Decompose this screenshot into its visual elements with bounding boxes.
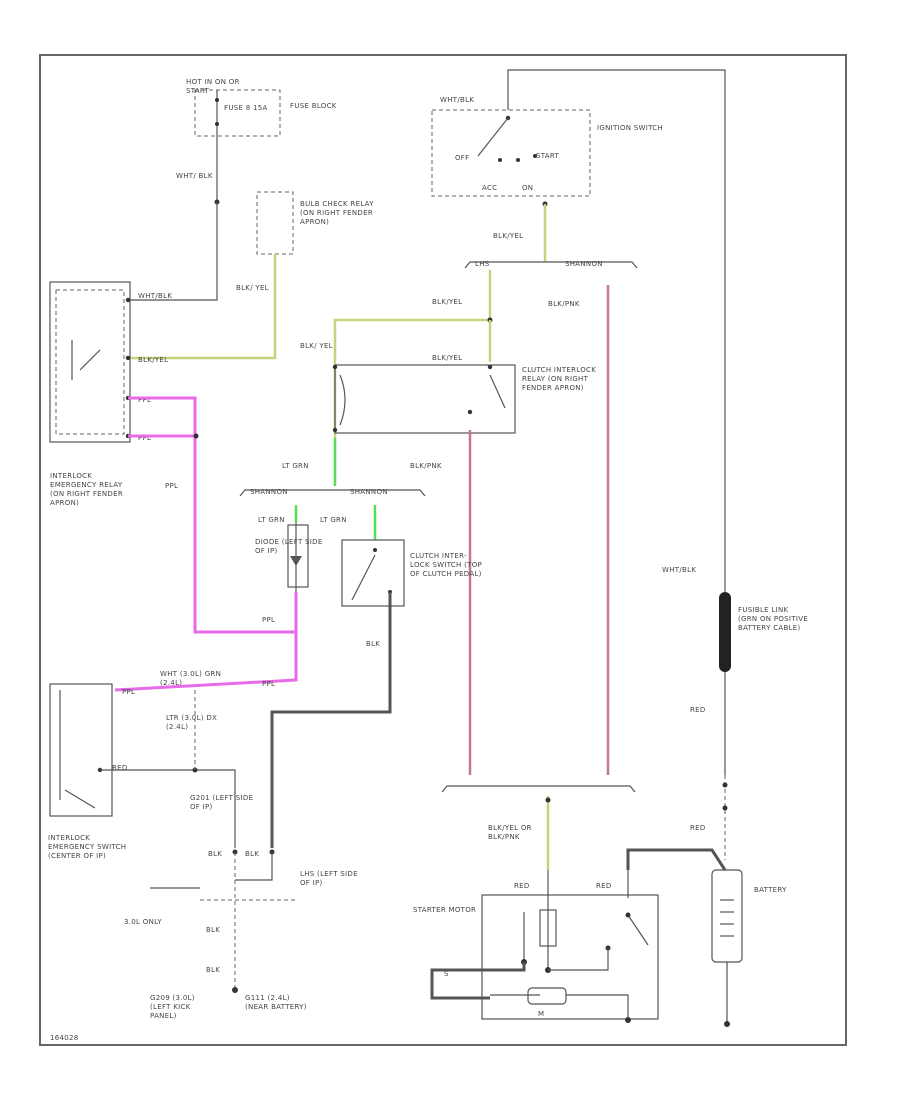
wire-ppl-d: PPL: [122, 688, 135, 696]
conn-ign-left: LHS: [475, 260, 490, 268]
wire-ppl-a: PPL: [165, 482, 178, 490]
conn-mid-right: SHANNON: [350, 488, 388, 496]
ignition-switch-label: IGNITION SWITCH: [597, 124, 663, 132]
wire-red-c: RED: [514, 882, 530, 890]
wire-blk-b: BLK: [206, 966, 220, 974]
battery: BATTERY: [626, 848, 787, 1027]
fuse-block-name: FUSE BLOCK: [290, 102, 337, 110]
battery-label: BATTERY: [754, 886, 787, 894]
starter-motor-label: STARTER MOTOR: [413, 906, 476, 914]
wire-ppl-b: PPL: [262, 616, 275, 624]
wire-wht-blk-battery: WHT/BLK: [662, 566, 696, 574]
wire-blk-yel-upper: BLK/YEL: [432, 298, 462, 306]
wire-lt-grn-c: LT GRN: [320, 516, 347, 524]
relay-pin-4: PPL: [138, 434, 151, 442]
wire-blk-pnk-mid: BLK/PNK: [410, 462, 442, 470]
starter-m-label: M: [538, 1010, 544, 1018]
terminal-a: BLK: [208, 850, 222, 858]
diagram-frame: [39, 54, 847, 1046]
conn-ign-right: SHANNON: [565, 260, 603, 268]
wire-wht-blk-ign: WHT/BLK: [440, 96, 474, 104]
ign-pos-start: START: [536, 152, 560, 160]
wire-red-b: RED: [690, 824, 706, 832]
emergency-note-a: WHT (3.0L) GRN(2.4L): [160, 670, 221, 687]
wire-lt-grn-a: LT GRN: [282, 462, 309, 470]
wire-blk-clutch: BLK: [366, 640, 380, 648]
ign-pos-acc: ACC: [482, 184, 497, 192]
emergency-switch-wire: RED: [112, 764, 128, 772]
relay-pin-2: BLK/YEL: [138, 356, 168, 364]
relay-pin-1: WHT/BLK: [138, 292, 172, 300]
wire-wht-blk-fuse: WHT/ BLK: [176, 172, 213, 180]
connector-bottom: [441, 785, 636, 793]
emergency-note-b: LTR (3.0L) DX(2.4L): [166, 714, 217, 731]
wire-red-d: RED: [596, 882, 612, 890]
connector-ign: LHS SHANNON: [464, 260, 638, 269]
wire-blk-yel-relay: BLK/YEL: [432, 354, 462, 362]
wire-ppl-c: PPL: [262, 680, 275, 688]
terminal-b: BLK: [245, 850, 259, 858]
starter-motor: STARTER MOTOR RED RED M S: [413, 870, 659, 1023]
connector-mid: LT GRN SHANNON SHANNON LT GRN LT GRN: [239, 438, 426, 540]
footer-id: 164028: [50, 1034, 79, 1042]
wire-blk-pnk-upper: BLK/PNK: [548, 300, 580, 308]
ign-pos-off: OFF: [455, 154, 469, 162]
starter-s-label: S: [444, 970, 449, 978]
fuse-label: FUSE 8 15A: [224, 104, 268, 112]
interlock-emergency-switch: RED WHT (3.0L) GRN(2.4L) LTR (3.0L) DX(2…: [48, 670, 236, 860]
conn-mid-left: SHANNON: [250, 488, 288, 496]
wire-blk-yel-left: BLK/ YEL: [300, 342, 333, 350]
relay-pin-3: PPL: [138, 396, 151, 404]
ignition-switch: WHT/BLK OFF START ACC ON IGNITION SWITCH…: [431, 69, 726, 592]
ground-only-note: 3.0L ONLY: [124, 918, 162, 926]
fusible-link-body: [719, 592, 731, 672]
ground-g111: G111 (2.4L)(NEAR BATTERY): [245, 994, 307, 1011]
wire-lt-grn-b: LT GRN: [258, 516, 285, 524]
wire-blk-yel-ign: BLK/YEL: [493, 232, 523, 240]
wire-blk-yel-bulb: BLK/ YEL: [236, 284, 269, 292]
wire-red-a: RED: [690, 706, 706, 714]
ign-pos-on: ON: [522, 184, 533, 192]
wire-blk-a: BLK: [206, 926, 220, 934]
